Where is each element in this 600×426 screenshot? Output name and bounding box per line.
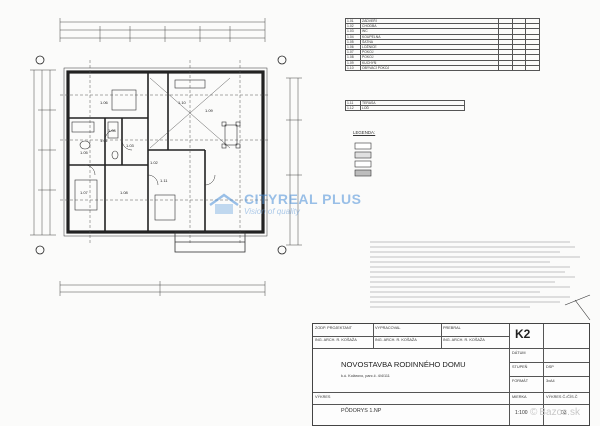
legend-title: LEGENDA: [353, 130, 376, 135]
tb-scale-label: MIERKA [512, 395, 527, 399]
room-label-4: 1.05 [80, 150, 88, 155]
tb-org-name: ING. ARCH. R. KOŠAŽA [315, 338, 357, 342]
room-label-9: 1.08 [120, 190, 128, 195]
watermark-brand: CITYREAL PLUS [244, 191, 362, 207]
room-wall-cell [525, 64, 540, 71]
tb-drawing-label: VÝKRES [315, 395, 331, 399]
room-number-cell: 1.10 [345, 64, 361, 71]
tb-checked-name: ING. ARCH. R. KOŠAŽA [443, 338, 485, 342]
watermark-tagline: Vision of quality [244, 207, 300, 216]
house-icon [209, 193, 239, 214]
tb-drawn-label: VYPRACOVAL [375, 326, 401, 330]
room-label-2: 1.04 [108, 128, 116, 133]
room-label-5: 1.10 [178, 100, 186, 105]
drawing-title: PÔDORYS 1.NP [341, 408, 382, 414]
cityreal-watermark: CITYREAL PLUS Vision of quality [208, 192, 361, 216]
notes-lines [370, 241, 580, 308]
tb-date-label: DÁTUM [512, 351, 526, 355]
room-label-3: 1.03 [126, 143, 134, 148]
room-floor-cell [511, 64, 527, 71]
room-area-cell [497, 64, 513, 71]
tb-drawn-name: ING. ARCH. R. KOŠAŽA [375, 338, 417, 342]
sheet-number: 03 [561, 410, 567, 416]
tb-checked-label: PREBRAL [443, 326, 461, 330]
bazos-text: Bazos.sk [539, 407, 580, 418]
title-block: ZODP. PROJEKTANT ING. ARCH. R. KOŠAŽA VY… [312, 323, 590, 426]
tb-stage-label: STUPEŇ [512, 365, 528, 369]
tb-format-value: 3xA4 [546, 379, 555, 383]
tb-org-label: ZODP. PROJEKTANT [315, 326, 352, 330]
room-label-6: 1.09 [205, 108, 213, 113]
notes-block [370, 239, 585, 316]
project-place: k.ú. Kolárovo, parc.č. 4/4/111 [341, 374, 390, 378]
room-label-7: 1.07 [80, 190, 88, 195]
room-label-10: 1.02 [150, 160, 158, 165]
tb-no-label: VÝKRES Č./ČÍS.Č [546, 395, 578, 399]
room-label-1: 1.06 [100, 100, 108, 105]
tb-format-label: FORMÁT [512, 379, 529, 383]
company-logo: K2 [515, 327, 531, 341]
tb-stage-value: DSP [546, 365, 554, 369]
bazos-watermark: © Bazos.sk [530, 407, 580, 418]
copyright-icon: © [530, 407, 538, 418]
room-label-11: 1.01 [100, 138, 108, 143]
room-name-cell: OBÝVACÍ POKOJ [360, 64, 499, 71]
project-title: NOVOSTAVBA RODINNÉHO DOMU [341, 360, 466, 369]
drawing-scale: 1:100 [515, 410, 528, 416]
room-label-8: 1.11 [160, 178, 168, 183]
